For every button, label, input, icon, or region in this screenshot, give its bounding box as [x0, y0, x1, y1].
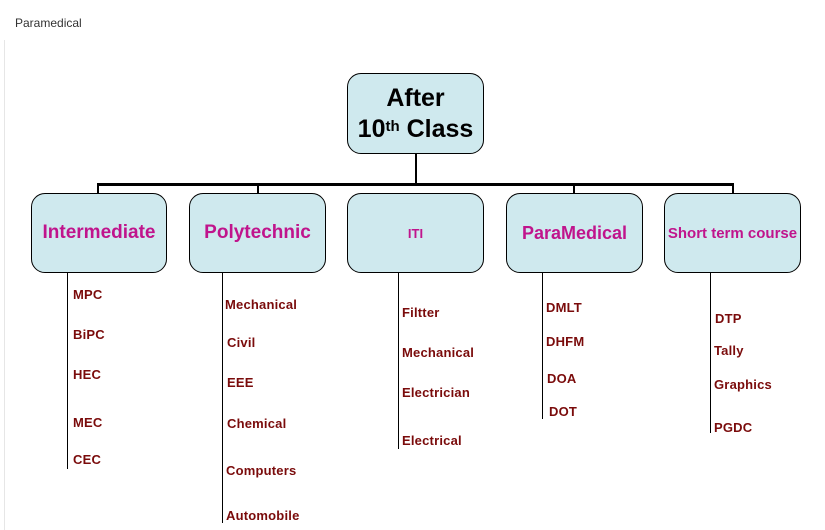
root-line-1: After [386, 83, 445, 112]
leaf-mechanical-polytechnic: Mechanical [225, 297, 298, 312]
leaf-line-intermediate [67, 273, 68, 469]
leaf-electrical: Electrical [402, 433, 462, 448]
branch-intermediate: Intermediate [31, 193, 167, 273]
leaf-eee: EEE [227, 375, 254, 390]
leaf-electrician: Electrician [402, 385, 470, 400]
leaf-line-iti [398, 273, 399, 449]
branch-iti: ITI [347, 193, 484, 273]
root-node-after-10th-class: After 10th Class [347, 73, 484, 154]
connector-to-intermediate [97, 183, 99, 193]
connector-to-paramedical [573, 183, 575, 193]
leaf-computers: Computers [226, 463, 297, 478]
leaf-dot: DOT [549, 404, 578, 419]
leaf-hec: HEC [73, 367, 102, 382]
connector-horizontal-bar [97, 183, 734, 186]
branch-polytechnic: Polytechnic [189, 193, 326, 273]
leaf-line-short-term-course [710, 273, 711, 433]
leaf-civil: Civil [227, 335, 256, 350]
branch-paramedical: ParaMedical [506, 193, 643, 273]
leaf-tally: Tally [714, 343, 744, 358]
leaf-dtp: DTP [715, 311, 742, 326]
leaf-filtter: Filtter [402, 305, 440, 320]
leaf-cec: CEC [73, 452, 102, 467]
leaf-graphics: Graphics [714, 377, 772, 392]
leaf-doa: DOA [547, 371, 577, 386]
leaf-dmlt: DMLT [546, 300, 582, 315]
leaf-line-paramedical [542, 273, 543, 419]
connector-to-polytechnic [257, 183, 259, 193]
root-line-2: 10th Class [357, 114, 474, 143]
leaf-dhfm: DHFM [546, 334, 585, 349]
page-title: Paramedical [15, 16, 82, 30]
leaf-mpc: MPC [73, 287, 103, 302]
leaf-line-polytechnic [222, 273, 223, 523]
branch-short-term-course: Short term course [664, 193, 801, 273]
leaf-chemical: Chemical [227, 416, 287, 431]
leaf-mechanical-iti: Mechanical [402, 345, 475, 360]
leaf-automobile: Automobile [226, 508, 300, 523]
connector-to-short-term-course [732, 183, 734, 193]
leaf-mec: MEC [73, 415, 103, 430]
leaf-pgdc: PGDC [714, 420, 753, 435]
leaf-bipc: BiPC [73, 327, 105, 342]
connector-root-stem [415, 154, 417, 184]
left-divider [4, 40, 5, 530]
